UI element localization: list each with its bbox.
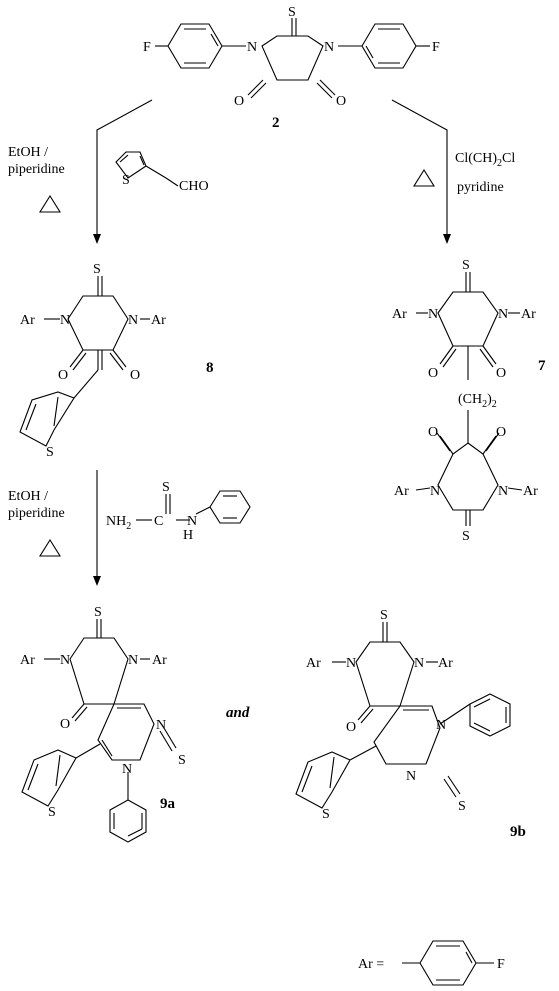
c9b-n-phenyl: N (436, 718, 446, 733)
connector-and: and (226, 705, 250, 721)
c2-oxo-left: O (234, 94, 244, 109)
right-top-reagent: Cl(CH)2Cl (455, 151, 515, 169)
c2-fluoro-right: F (432, 40, 440, 55)
c7-n-bottom-left: N (430, 484, 440, 499)
c9b-thione-s-top: S (380, 608, 388, 623)
c8-pyrimidine-ring (67, 295, 129, 351)
c9b-ar-right: Ar (438, 656, 453, 671)
thiourea-s: S (162, 480, 170, 495)
c2-oxo-right: O (336, 94, 346, 109)
c7-n-top-right: N (498, 307, 508, 322)
thiourea-phenyl-ring (209, 490, 251, 524)
left-mid-base: piperidine (8, 506, 65, 521)
c7-ar-bottom-left: Ar (394, 484, 409, 499)
arrow-to-8 (96, 99, 153, 234)
c7-ar-top-left: Ar (392, 307, 407, 322)
c7-thione-s-bottom: S (462, 529, 470, 544)
c7-oxo-top-right: O (496, 366, 506, 381)
ar-legend-fluoro: F (497, 957, 505, 972)
c9a-thione-s-top: S (94, 605, 102, 620)
c9b-phenyl-ring (469, 693, 511, 737)
c9b-right-ring (373, 705, 441, 765)
c2-fluoro-left: F (143, 40, 151, 55)
c9a-oxo: O (60, 717, 70, 732)
compound-label-9a: 9a (160, 796, 176, 812)
c2-n-left: N (247, 40, 257, 55)
c9a-left-ring (69, 637, 129, 705)
c9b-ar-left: Ar (306, 656, 321, 671)
left-top-base: piperidine (8, 162, 65, 177)
left-mid-solvent: EtOH / (8, 489, 48, 504)
c9a-right-ring (97, 703, 155, 761)
c2-n-right: N (324, 40, 334, 55)
heat-icon-right-top (413, 168, 435, 187)
c9a-ar-right: Ar (152, 653, 167, 668)
compound-label-2: 2 (272, 115, 280, 131)
compound-label-9b: 9b (510, 824, 526, 840)
c7-upper-ring (437, 291, 499, 347)
c9a-phenyl-ring (109, 799, 147, 843)
c9b-thiophene-s: S (322, 807, 330, 822)
thiourea-c: C (154, 514, 163, 529)
c8-oxo-left: O (58, 368, 68, 383)
c9a-thiophene-s: S (48, 805, 56, 820)
c9b-n-ring: N (406, 769, 416, 784)
c9b-n-left: N (346, 656, 356, 671)
arrow-to-7 (391, 99, 448, 234)
c9b-thiophene-ring (295, 751, 351, 809)
c7-n-bottom-right: N (498, 484, 508, 499)
c9b-oxo: O (346, 720, 356, 735)
c8-thione-s: S (93, 262, 101, 277)
c7-thione-s-top: S (462, 258, 470, 273)
c2-left-phenyl-ring (167, 23, 223, 69)
c9b-n-right: N (414, 656, 424, 671)
c7-oxo-bottom-right: O (496, 425, 506, 440)
c8-thiophene-s: S (46, 445, 54, 460)
c9a-n-ring: N (156, 718, 166, 733)
thiourea-n: N (187, 514, 197, 529)
aldehyde-cho: CHO (179, 179, 209, 194)
c7-ar-top-right: Ar (521, 307, 536, 322)
compound-label-8: 8 (206, 360, 214, 376)
c8-n-left: N (60, 313, 70, 328)
c2-central-ring (261, 35, 324, 81)
c9a-thione-s-bottom: S (178, 753, 186, 768)
right-top-base: pyridine (457, 180, 504, 195)
c7-oxo-bottom-left: O (428, 425, 438, 440)
thiourea-h: H (183, 528, 193, 543)
heat-icon-left-mid (39, 538, 61, 557)
c7-n-top-left: N (428, 307, 438, 322)
c9b-left-ring (355, 641, 415, 707)
c8-ar-right: Ar (151, 313, 166, 328)
thiourea-nh2: NH2 (106, 514, 131, 532)
c8-oxo-right: O (130, 368, 140, 383)
c9a-ar-left: Ar (20, 653, 35, 668)
left-top-solvent: EtOH / (8, 145, 48, 160)
heat-icon-left-top (39, 194, 61, 213)
c9a-n-phenyl: N (122, 762, 132, 777)
ar-legend-label: Ar = (358, 957, 384, 972)
c7-lower-ring (437, 442, 499, 511)
c8-n-right: N (128, 313, 138, 328)
compound-label-7: 7 (538, 358, 546, 374)
c7-linker: (CH2)2 (458, 392, 497, 410)
c9a-thiophene-ring (21, 749, 77, 807)
c2-thione-s: S (288, 5, 296, 20)
c9b-thione-s-bottom: S (458, 799, 466, 814)
c8-thiophene-ring (19, 391, 75, 447)
aldehyde-ring-s: S (122, 173, 130, 188)
thiophene-aldehyde-ring (115, 151, 147, 179)
ar-legend-phenyl-ring (419, 940, 477, 986)
c2-right-phenyl-ring (361, 23, 417, 69)
c8-ar-left: Ar (20, 313, 35, 328)
c7-oxo-top-left: O (428, 366, 438, 381)
c9a-n-right: N (128, 653, 138, 668)
c7-ar-bottom-right: Ar (523, 484, 538, 499)
c9a-n-left: N (60, 653, 70, 668)
